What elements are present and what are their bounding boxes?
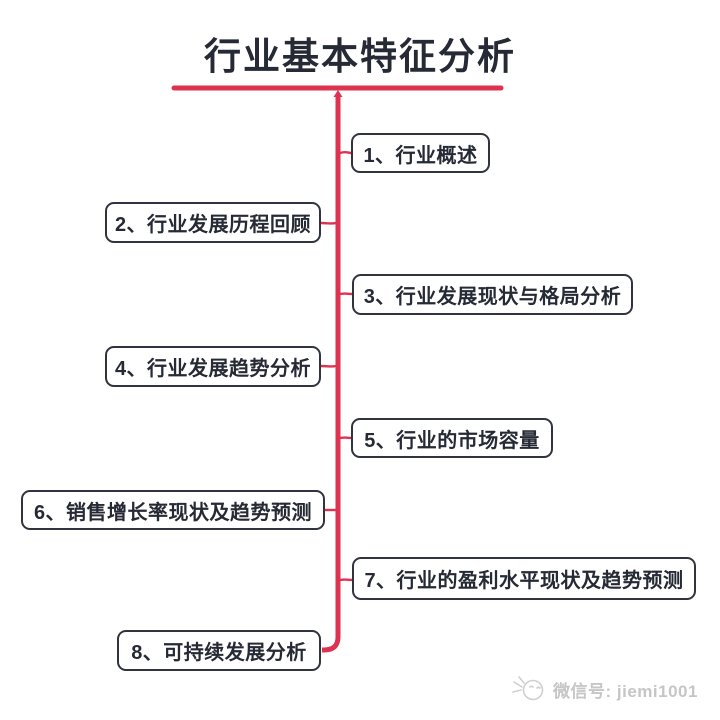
node-box-1: 1、行业概述 [351, 133, 490, 173]
wechat-mascot-icon [510, 674, 546, 704]
page-title: 行业基本特征分析 [204, 36, 516, 77]
central-spine [322, 94, 341, 653]
node-box-2: 2、行业发展历程回顾 [105, 202, 321, 243]
watermark-text: 微信号: jiemi1001 [553, 681, 698, 701]
node-box-3: 3、行业发展现状与格局分析 [352, 274, 633, 315]
watermark: 微信号: jiemi1001 [510, 674, 698, 704]
node-box-8: 8、可持续发展分析 [117, 630, 321, 671]
node-box-5: 5、行业的市场容量 [351, 418, 553, 458]
node-box-4: 4、行业发展趋势分析 [105, 346, 321, 387]
node-box-7: 7、行业的盈利水平现状及趋势预测 [352, 557, 696, 600]
node-box-6: 6、销售增长率现状及趋势预测 [21, 490, 325, 530]
